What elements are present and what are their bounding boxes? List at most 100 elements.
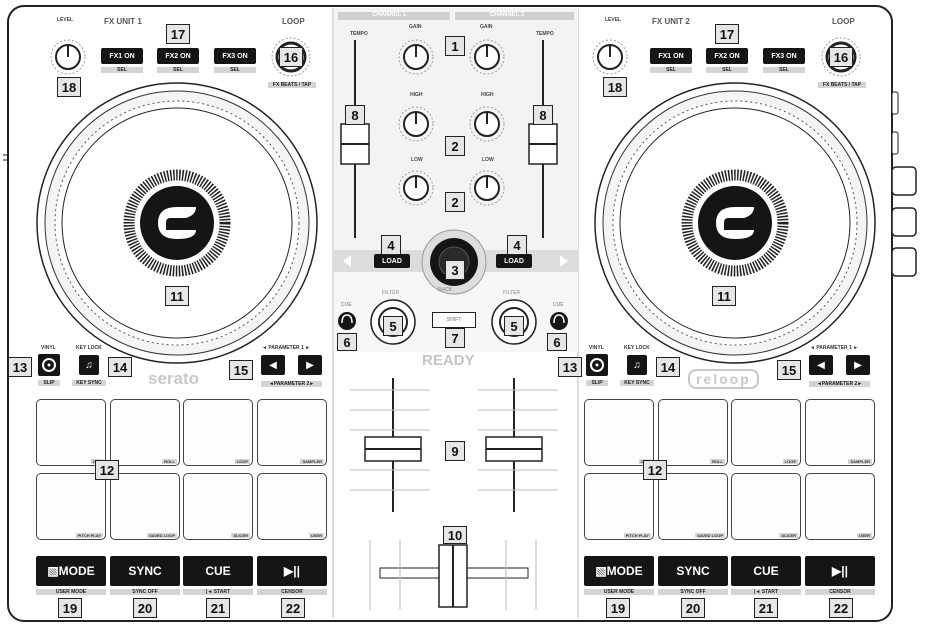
param-right-button-left[interactable]: ▶ <box>298 355 322 375</box>
callout-5-right: 5 <box>504 316 524 336</box>
sync-off-label-right: SYNC OFF <box>658 589 728 595</box>
callout-21-right: 21 <box>754 598 778 618</box>
back-label: BACK <box>438 287 453 293</box>
callout-16-right: 16 <box>829 47 853 67</box>
vinyl-label-right: VINYL <box>589 345 604 351</box>
crossfader <box>379 544 529 608</box>
callout-10: 10 <box>443 526 467 544</box>
load-button-right[interactable]: LOAD <box>496 254 532 268</box>
parameter-1-label-left: ◄ PARAMETER 1 ► <box>262 345 311 351</box>
play-pause-button-left[interactable]: ▶|| <box>257 556 327 586</box>
callout-17-right: 17 <box>715 24 739 44</box>
callout-8-right: 8 <box>533 105 553 125</box>
callout-6-right: 6 <box>547 333 567 351</box>
callout-20-left: 20 <box>133 598 157 618</box>
level-knob-right <box>592 39 628 75</box>
pad-8-left[interactable]: USER <box>257 473 327 540</box>
callout-19-left: 19 <box>58 598 82 618</box>
fx2-on-button-right[interactable]: FX2 ON <box>706 48 748 64</box>
param-right-button-right[interactable]: ▶ <box>846 355 870 375</box>
level-knob-left <box>50 39 86 75</box>
mode-button-right[interactable]: ▧MODE <box>584 556 654 586</box>
callout-4-left: 4 <box>381 235 401 255</box>
jog-wheel-left <box>36 82 318 364</box>
pad-8-right[interactable]: USER <box>805 473 875 540</box>
key-lock-button-right[interactable]: ♫ <box>627 355 647 375</box>
fx1-on-button-right[interactable]: FX1 ON <box>650 48 692 64</box>
parameter-2-label-right: ◄PARAMETER 2► <box>809 381 870 387</box>
param-left-button-right[interactable]: ◀ <box>809 355 833 375</box>
fx-unit-2-label: FX UNIT 2 <box>652 17 690 26</box>
serato-logo: serato <box>148 369 200 388</box>
pad-7-right[interactable]: SLICER <box>731 473 801 540</box>
cue-button-left[interactable]: CUE <box>183 556 253 586</box>
pad-5-right[interactable]: PITCH PLAY <box>584 473 654 540</box>
callout-11-left: 11 <box>165 286 189 306</box>
callout-8-left: 8 <box>345 105 365 125</box>
fx3-on-button-right[interactable]: FX3 ON <box>763 48 805 64</box>
pad-5-left[interactable]: PITCH PLAY <box>36 473 106 540</box>
callout-6-left: 6 <box>337 333 357 351</box>
pad-4-left[interactable]: SAMPLER <box>257 399 327 466</box>
pad-1-left[interactable]: CUE <box>36 399 106 466</box>
pad-2-left[interactable]: ROLL <box>110 399 180 466</box>
fx1-on-button-left[interactable]: FX1 ON <box>101 48 143 64</box>
callout-16-left: 16 <box>279 47 303 67</box>
loop-label-right: LOOP <box>832 17 855 26</box>
headphone-cue-right-icon <box>550 312 568 330</box>
fx-beats-label-right: FX BEATS / TAP <box>818 82 866 88</box>
slip-label-right: SLIP <box>586 380 608 386</box>
arrow-right-icon <box>560 255 568 267</box>
sel-label-2-right: SEL <box>706 67 748 73</box>
gain-label-left: GAIN <box>409 24 422 30</box>
high-label-left: HIGH <box>410 92 423 98</box>
callout-22-left: 22 <box>281 598 305 618</box>
callout-7: 7 <box>445 328 465 348</box>
triangle-left-icon: ◀ <box>817 359 825 371</box>
filter-label-right: FILTER <box>503 290 521 296</box>
callout-1: 1 <box>445 36 465 56</box>
pad-7-left[interactable]: SLICER <box>183 473 253 540</box>
pad-1-right[interactable]: CUE <box>584 399 654 466</box>
callout-14-left: 14 <box>108 357 132 377</box>
fx2-on-button-left[interactable]: FX2 ON <box>157 48 199 64</box>
arrow-left-icon <box>343 255 351 267</box>
pad-3-right[interactable]: LOOP <box>731 399 801 466</box>
callout-5-left: 5 <box>383 316 403 336</box>
mode-button-left[interactable]: ▧MODE <box>36 556 106 586</box>
headphone-cue-left-icon <box>338 312 356 330</box>
fx-beats-label-left: FX BEATS / TAP <box>268 82 316 88</box>
pad-6-right[interactable]: SAVED LOOP <box>658 473 728 540</box>
shift-button[interactable]: SHIFT <box>432 312 476 328</box>
reloop-logo: reloop <box>688 369 759 389</box>
play-pause-button-right[interactable]: ▶|| <box>805 556 875 586</box>
cue-button-right[interactable]: CUE <box>731 556 801 586</box>
pad-6-left[interactable]: SAVED LOOP <box>110 473 180 540</box>
callout-20-right: 20 <box>681 598 705 618</box>
key-lock-button-left[interactable]: ♫ <box>79 355 99 375</box>
sync-button-right[interactable]: SYNC <box>658 556 728 586</box>
sync-button-left[interactable]: SYNC <box>110 556 180 586</box>
callout-13-left: 13 <box>8 357 32 377</box>
low-label-right: LOW <box>482 157 494 163</box>
callout-12-left: 12 <box>95 460 119 480</box>
pad-2-right[interactable]: ROLL <box>658 399 728 466</box>
callout-9: 9 <box>445 441 465 461</box>
callout-3: 3 <box>445 260 465 280</box>
music-note-icon: ♫ <box>85 359 93 371</box>
callout-11-right: 11 <box>712 286 736 306</box>
level-label-right: LEVEL <box>605 17 622 23</box>
pad-4-right[interactable]: SAMPLER <box>805 399 875 466</box>
triangle-left-icon: ◀ <box>269 359 277 371</box>
tempo-label-left: TEMPO <box>350 31 368 37</box>
censor-label-left: CENSOR <box>257 589 327 595</box>
sel-label-1-left: SEL <box>101 67 143 73</box>
vinyl-button-left <box>38 354 60 376</box>
pad-3-left[interactable]: LOOP <box>183 399 253 466</box>
param-left-button-left[interactable]: ◀ <box>261 355 285 375</box>
fx3-on-button-left[interactable]: FX3 ON <box>214 48 256 64</box>
load-button-left[interactable]: LOAD <box>374 254 410 268</box>
slip-label-left: SLIP <box>38 380 60 386</box>
channel-1-label: CHANNEL 1 <box>372 12 407 18</box>
